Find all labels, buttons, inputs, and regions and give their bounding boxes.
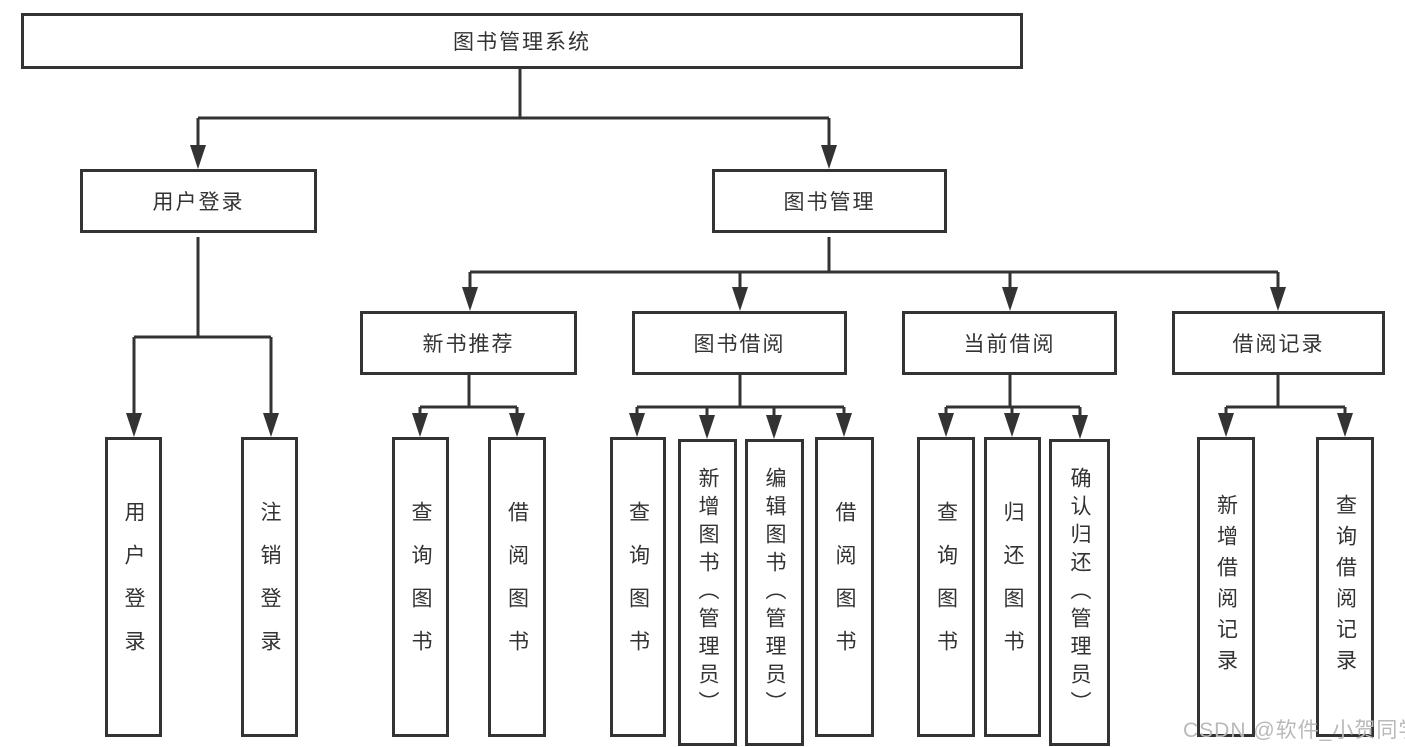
node-library-system: 图书管理系统 [21,13,1023,69]
leaf-return-books: 归还图书 [984,437,1041,737]
leaf-logout: 注销登录 [241,437,298,737]
csdn-watermark: CSDN @软件_小贺同学 [1183,719,1405,742]
leaf-query-books-borrowing: 查询图书 [610,437,666,737]
leaf-confirm-return-admin: 确认归还（管理员） [1049,439,1110,746]
node-user-login: 用户登录 [80,169,317,233]
node-book-management: 图书管理 [712,169,947,233]
leaf-edit-books-admin: 编辑图书（管理员） [745,439,804,746]
node-new-book-recommend: 新书推荐 [360,311,577,375]
node-current-borrowing: 当前借阅 [902,311,1117,375]
leaf-query-books-current: 查询图书 [917,437,975,737]
leaf-query-borrow-record: 查询借阅记录 [1316,437,1374,737]
leaf-borrow-books-recommend: 借阅图书 [488,437,546,737]
leaf-borrow-books-borrowing: 借阅图书 [815,437,874,737]
arrowheads [126,145,1353,439]
leaf-add-books-admin: 新增图书（管理员） [678,439,737,746]
node-borrowing-records: 借阅记录 [1172,311,1385,375]
leaf-user-login: 用户登录 [105,437,162,737]
node-book-borrowing: 图书借阅 [632,311,847,375]
leaf-add-borrow-record: 新增借阅记录 [1197,437,1255,737]
leaf-query-books-recommend: 查询图书 [392,437,449,737]
